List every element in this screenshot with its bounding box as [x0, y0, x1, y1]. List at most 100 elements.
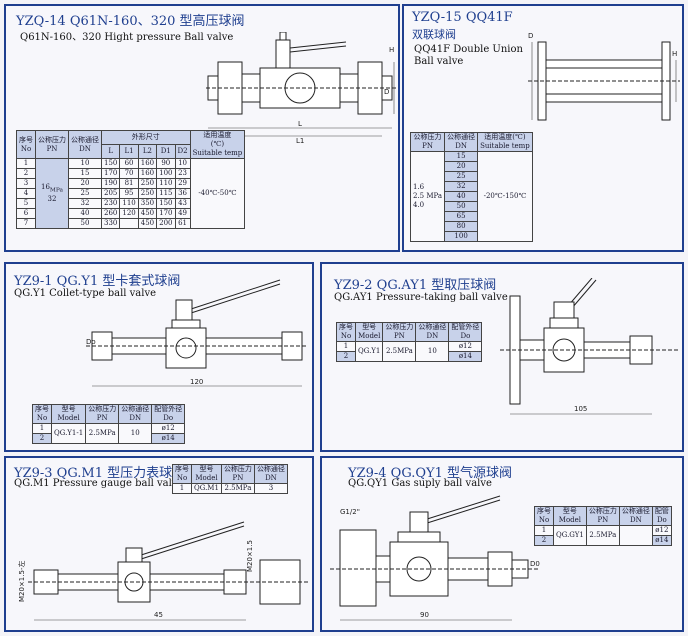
hdr-dn: 公称通径	[447, 133, 476, 141]
hdr-press-en: PN	[393, 332, 405, 340]
hdr-dn-en: DN	[629, 516, 642, 524]
hdr-seq: 序号	[19, 135, 33, 144]
dim-label-45: 45	[154, 611, 163, 619]
hdr-seq: 序号	[35, 405, 49, 413]
cell-pn: 2.5MPa	[585, 525, 620, 546]
cell: 115	[156, 188, 176, 199]
cell: 15	[444, 151, 479, 162]
cell: 10	[68, 158, 102, 169]
cell-dn: 10	[118, 423, 153, 444]
pressure-16: 16	[40, 182, 50, 191]
pressure-gauge-ball-valve-drawing: M20×1.5-左 M20×1.5 45	[17, 521, 308, 621]
cell: QG.M1	[191, 483, 222, 494]
hdr-pipe-en: Do	[656, 516, 667, 524]
table-row: 100	[411, 231, 533, 242]
panel-yz9-1: YZ9-1 QG.Y1 型卡套式球阀 QG.Y1 Collet-type bal…	[4, 262, 314, 452]
cell: 190	[100, 178, 121, 189]
hdr-press: 公称压力	[385, 323, 414, 331]
cell: 36	[174, 188, 191, 199]
hdr-temp-unit: (℃)	[210, 140, 225, 148]
cell: 150	[156, 198, 176, 209]
hdr-model: 型号	[562, 507, 577, 515]
hdr-dn-en: DN	[455, 142, 467, 150]
panel-yzq15: YZQ-15 QQ41F 双联球阀 QQ41F Double Union Bal…	[402, 4, 684, 252]
cell: 50	[444, 201, 479, 212]
panel-yz9-4-subtitle: QG.QY1 Gas suply ball valve	[348, 478, 492, 489]
hdr-press-en: PN	[96, 414, 108, 422]
cell-model: QG.GY1	[553, 525, 587, 546]
pressure-1: 1.6	[413, 183, 425, 191]
cell: 450	[137, 208, 158, 219]
cell: 65	[444, 211, 479, 222]
table-row: 2 ø14	[336, 351, 483, 362]
cell: 29	[174, 178, 191, 189]
cell: 6	[16, 208, 36, 219]
cell: 1	[172, 483, 192, 494]
cell: 150	[100, 158, 121, 169]
dim-label-l1: L1	[296, 137, 304, 144]
thread-right-label: M20×1.5	[246, 540, 254, 572]
hdr-model-en: Model	[358, 332, 381, 340]
panel-yz9-2-subtitle: QG.AY1 Pressure-taking ball valve	[334, 292, 508, 303]
cell: 110	[119, 198, 139, 209]
cell: 32	[444, 181, 479, 192]
gas-supply-ball-valve-drawing: G1/2" 90 D0	[330, 495, 540, 621]
hdr-model-en: Model	[57, 414, 80, 422]
hdr-pipe: 配管	[654, 507, 669, 515]
table-row: 2 ø14	[32, 433, 186, 444]
hdr-d2: D2	[174, 144, 191, 159]
hdr-seq-en: No	[538, 516, 550, 524]
hdr-dn: 公称通径	[121, 405, 150, 413]
cell: 20	[444, 161, 479, 172]
cell: 100	[444, 231, 479, 242]
panel-yz9-3: YZ9-3 QG.M1 型压力表球阀 QG.M1 Pressure gauge …	[4, 456, 314, 632]
cell: 2.5MPa	[220, 483, 255, 494]
cell: 2	[16, 168, 36, 179]
hdr-seq-en: No	[340, 332, 352, 340]
cell: 95	[119, 188, 139, 199]
hdr-dn-en: DN	[129, 414, 142, 422]
cell: 32	[68, 198, 102, 209]
hdr-l: L	[100, 144, 121, 159]
hdr-dn: 公称通径	[71, 135, 99, 144]
hdr-model-en: Model	[195, 474, 218, 482]
cell: ø14	[651, 535, 672, 546]
cell: 25	[68, 188, 102, 199]
collet-type-ball-valve-drawing: 120 Do	[86, 279, 308, 387]
dim-label-do: Do	[86, 338, 96, 346]
hdr-temp-en: Suitable temp	[480, 142, 530, 150]
panel-yz9-2: YZ9-2 QG.AY1 型取压球阀 QG.AY1 Pressure-takin…	[320, 262, 684, 452]
cell: 160	[137, 158, 158, 169]
cell: 10	[174, 158, 191, 169]
thread-left-label: M20×1.5-左	[17, 561, 26, 602]
hdr-press: 公称压力	[413, 133, 442, 141]
cell: 260	[100, 208, 121, 219]
cell: 90	[156, 158, 176, 169]
cell: 20	[68, 178, 102, 189]
cell: 81	[119, 178, 139, 189]
thread-label: G1/2"	[340, 508, 360, 516]
dim-label-105: 105	[574, 405, 587, 413]
cell-pn: 2.5MPa	[382, 341, 417, 362]
hdr-seq: 序号	[339, 323, 353, 331]
hdr-seq-en: No	[36, 414, 48, 422]
hdr-press: 公称压力	[38, 135, 66, 144]
panel-yzq15-title2: 双联球阀	[412, 28, 456, 41]
cell: ø12	[448, 341, 483, 352]
panel-yzq15-subtitle2: Ball valve	[414, 56, 464, 67]
cell: 200	[156, 218, 176, 229]
panel-yz9-3-subtitle: QG.M1 Pressure gauge ball valve	[14, 478, 184, 489]
hdr-temp: 适用温度	[203, 131, 232, 139]
cell-temp: -20℃-150℃	[477, 151, 533, 242]
cell: 25	[444, 171, 479, 182]
hdr-press: 公称压力	[88, 405, 117, 413]
cell: 170	[100, 168, 121, 179]
hdr-temp-en: Suitable temp	[192, 149, 243, 157]
cell: 43	[174, 198, 191, 209]
cell: 15	[68, 168, 102, 179]
hdr-model: 型号	[362, 323, 377, 331]
